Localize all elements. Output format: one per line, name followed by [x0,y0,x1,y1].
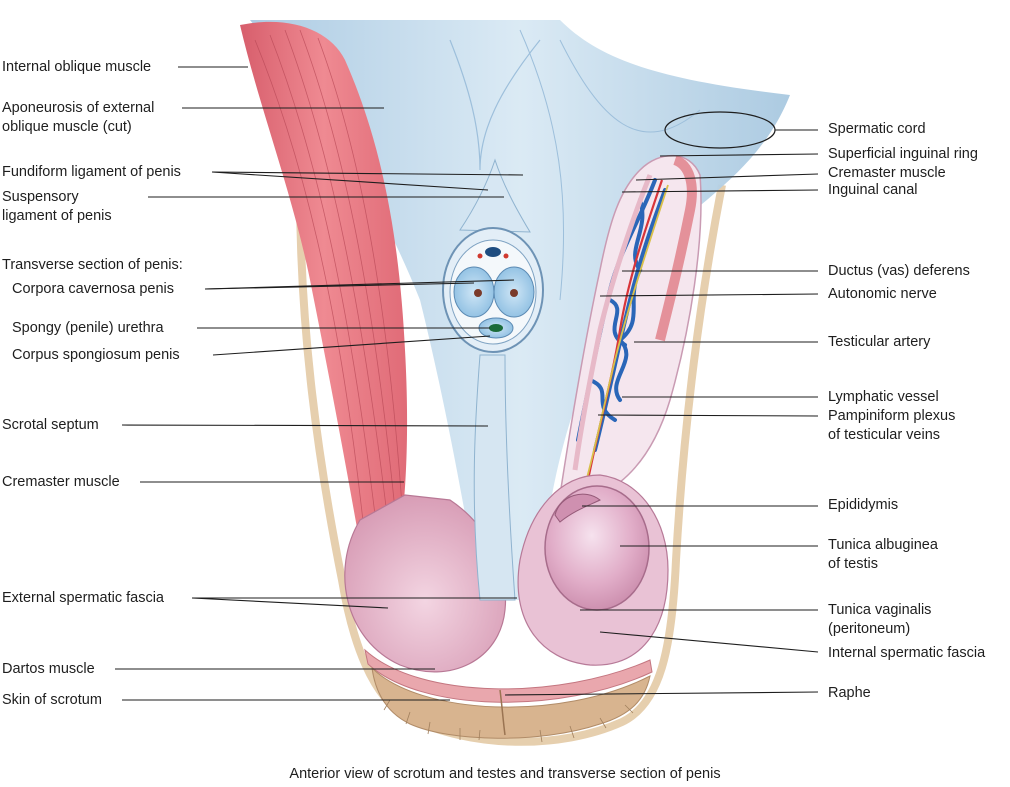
leader-lines-right [504,129,819,696]
label-aponeurosis-1: Aponeurosis of external [2,100,155,116]
left-cremaster-band [240,21,408,545]
label-tunica-albuginea-2: of testis [828,556,878,572]
dartos-layer [364,648,653,703]
label-ductus-deferens: Ductus (vas) deferens [828,263,970,279]
scrotal-outline [296,184,726,746]
ductus-deferens-line [572,174,653,471]
label-external-spermatic-fascia: External spermatic fascia [2,590,164,606]
label-cremaster-left: Cremaster muscle [2,474,120,490]
label-transverse-section: Transverse section of penis: [2,257,183,273]
figure-caption: Anterior view of scrotum and testes and … [289,766,721,782]
label-scrotal-septum: Scrotal septum [2,417,99,433]
label-suspensory-1: Suspensory [2,189,79,205]
label-dartos: Dartos muscle [2,661,95,677]
label-corpora-cavernosa: Corpora cavernosa penis [12,281,175,297]
corpus-cavernosum-left [453,266,495,318]
label-internal-spermatic-fascia: Internal spermatic fascia [828,645,986,661]
label-spongy-urethra: Spongy (penile) urethra [12,320,164,336]
label-lymphatic-vessel: Lymphatic vessel [828,389,939,405]
leader-lines-left [115,66,524,701]
label-suspensory-2: ligament of penis [2,208,112,224]
scrotal-skin [371,666,651,739]
autonomic-nerve-line [584,184,669,486]
label-pampiniform-2: of testicular veins [828,427,941,443]
label-raphe: Raphe [828,685,871,701]
urethra [489,324,503,332]
label-tunica-vaginalis-1: Tunica vaginalis [828,602,932,618]
label-autonomic-nerve: Autonomic nerve [828,286,937,302]
label-testicular-artery: Testicular artery [828,334,931,350]
epididymis-shape [554,493,601,523]
raphe-line [499,689,506,736]
label-cremaster-right: Cremaster muscle [828,165,946,181]
label-internal-oblique: Internal oblique muscle [2,59,152,75]
label-aponeurosis-2: oblique muscle (cut) [2,119,132,135]
label-fundiform: Fundiform ligament of penis [2,164,181,180]
label-skin-scrotum: Skin of scrotum [2,692,102,708]
scrotal-septum-shape [473,354,516,601]
label-superficial-ring: Superficial inguinal ring [828,146,978,162]
label-inguinal-canal: Inguinal canal [828,182,918,198]
label-tunica-albuginea-1: Tunica albuginea [828,537,938,553]
label-spermatic-cord: Spermatic cord [828,121,926,137]
label-tunica-vaginalis-2: (peritoneum) [828,621,911,637]
label-corpus-spongiosum: Corpus spongiosum penis [12,347,180,363]
label-pampiniform-1: Pampiniform plexus [828,408,956,424]
label-epididymis: Epididymis [828,497,899,513]
